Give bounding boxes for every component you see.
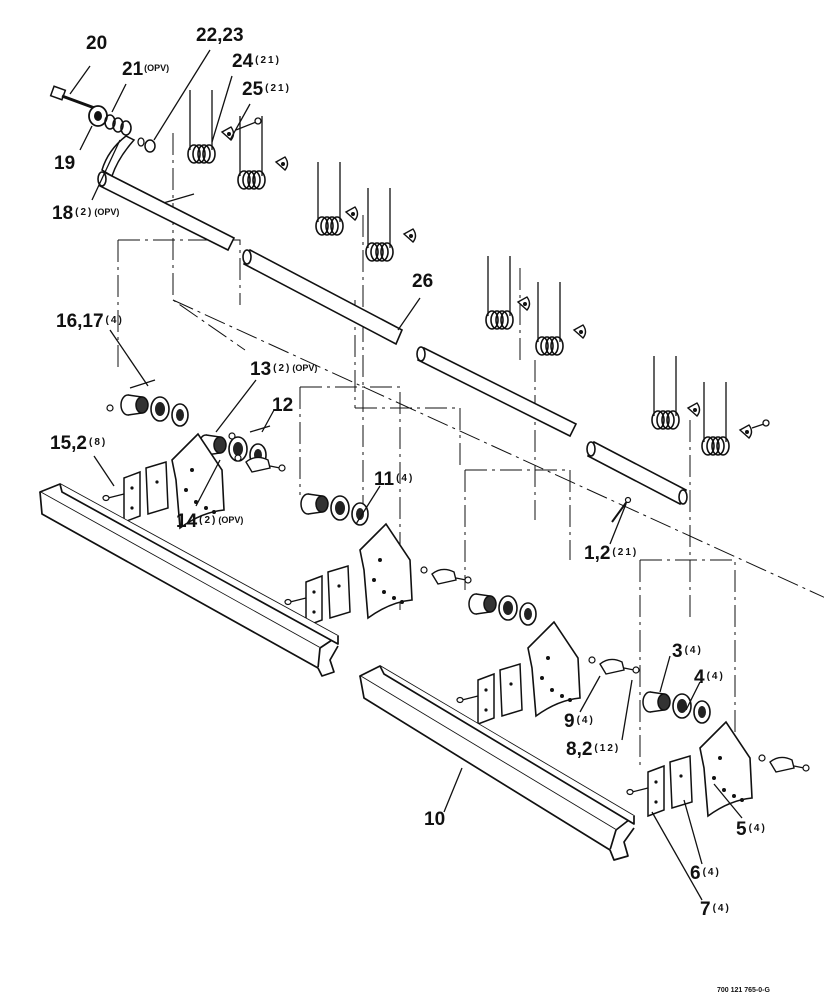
callout-quantity: (21) bbox=[265, 83, 291, 94]
callout-opv: (OPV) bbox=[94, 207, 120, 217]
callout-19: 19 bbox=[54, 154, 75, 173]
callout-quantity: (4) bbox=[396, 473, 415, 484]
callout-number: 10 bbox=[424, 809, 446, 830]
callout-13: 13(2)(OPV) bbox=[250, 360, 317, 379]
channel-10 bbox=[39, 483, 635, 861]
callout-number: 5 bbox=[736, 819, 747, 840]
nut-22-23 bbox=[137, 137, 156, 153]
callout-number: 12 bbox=[272, 395, 294, 416]
leader-lines bbox=[69, 49, 743, 901]
callout-quantity: (4) bbox=[702, 867, 721, 878]
callout-quantity: (8) bbox=[88, 437, 108, 448]
callout-4: 4(4) bbox=[694, 668, 725, 687]
callout-quantity: (4) bbox=[712, 903, 731, 914]
callout-number: 4 bbox=[694, 667, 705, 688]
bearing-station-4 bbox=[626, 691, 810, 817]
callout-quantity: (4) bbox=[684, 645, 703, 656]
callout-6: 6(4) bbox=[690, 864, 721, 883]
callout-quantity: (4) bbox=[706, 671, 725, 682]
bolt-1-2 bbox=[611, 496, 632, 523]
callout-11: 11(4) bbox=[374, 470, 414, 489]
callout-1-2: 1,2(21) bbox=[584, 544, 638, 563]
callout-number: 13 bbox=[250, 359, 272, 380]
callout-5: 5(4) bbox=[736, 820, 767, 839]
callout-quantity: (4) bbox=[576, 715, 595, 726]
washer-19 bbox=[88, 105, 108, 127]
callout-16-17: 16,17(4) bbox=[56, 312, 124, 331]
callout-number: 3 bbox=[672, 641, 683, 662]
callout-number: 11 bbox=[374, 469, 395, 490]
shaft-26 bbox=[97, 170, 688, 506]
callout-quantity: (21) bbox=[612, 547, 639, 558]
drawing-number: 700 121 765-0-G bbox=[717, 987, 770, 994]
callout-number: 19 bbox=[54, 153, 76, 174]
callout-number: 18 bbox=[52, 203, 74, 224]
callout-number: 22,23 bbox=[196, 25, 244, 46]
callout-26: 26 bbox=[412, 272, 433, 291]
callout-20: 20 bbox=[86, 34, 107, 53]
keeper-bolts bbox=[235, 117, 770, 429]
callout-number: 1,2 bbox=[584, 543, 611, 564]
callout-7: 7(4) bbox=[700, 900, 731, 919]
callout-quantity: (2) bbox=[273, 363, 292, 374]
callout-9: 9(4) bbox=[564, 712, 595, 731]
callout-18: 18(2)(OPV) bbox=[52, 204, 119, 223]
callout-24: 24(21) bbox=[232, 52, 281, 71]
washer-21 bbox=[104, 114, 132, 136]
alignment-lines bbox=[117, 133, 824, 765]
callout-quantity: (21) bbox=[255, 55, 281, 66]
callout-number: 21 bbox=[122, 59, 144, 80]
bearing-station-2 bbox=[284, 493, 472, 627]
callout-14: 14(2)(OPV) bbox=[176, 512, 243, 531]
callout-number: 8,2 bbox=[566, 739, 593, 760]
callout-number: 20 bbox=[86, 33, 108, 54]
callout-22-23: 22,23 bbox=[196, 26, 244, 45]
callout-number: 26 bbox=[412, 271, 434, 292]
callout-25: 25(21) bbox=[242, 80, 291, 99]
callout-quantity: (12) bbox=[594, 743, 621, 754]
callout-21: 21(OPV) bbox=[122, 60, 169, 79]
callout-number: 14 bbox=[176, 511, 198, 532]
callout-8-2: 8,2(12) bbox=[566, 740, 620, 759]
callout-3: 3(4) bbox=[672, 642, 703, 661]
callout-quantity: (2) bbox=[75, 207, 94, 218]
callout-number: 24 bbox=[232, 51, 254, 72]
bolt-20 bbox=[49, 85, 101, 112]
callout-12: 12 bbox=[272, 396, 293, 415]
callout-quantity: (4) bbox=[105, 315, 124, 326]
callout-10: 10 bbox=[424, 810, 445, 829]
bearing-station-3 bbox=[456, 593, 640, 725]
callout-opv: (OPV) bbox=[218, 515, 244, 525]
callout-15-2: 15,2(8) bbox=[50, 434, 107, 453]
callout-number: 6 bbox=[690, 863, 701, 884]
callout-opv: (OPV) bbox=[144, 63, 170, 73]
callout-number: 7 bbox=[700, 899, 711, 920]
callout-number: 25 bbox=[242, 79, 264, 100]
callout-number: 15,2 bbox=[50, 433, 87, 454]
callout-number: 16,17 bbox=[56, 311, 104, 332]
callout-opv: (OPV) bbox=[292, 363, 318, 373]
callout-quantity: (4) bbox=[748, 823, 767, 834]
callout-number: 9 bbox=[564, 711, 575, 732]
bearing-station-1 bbox=[102, 379, 286, 529]
callout-quantity: (2) bbox=[199, 515, 218, 526]
